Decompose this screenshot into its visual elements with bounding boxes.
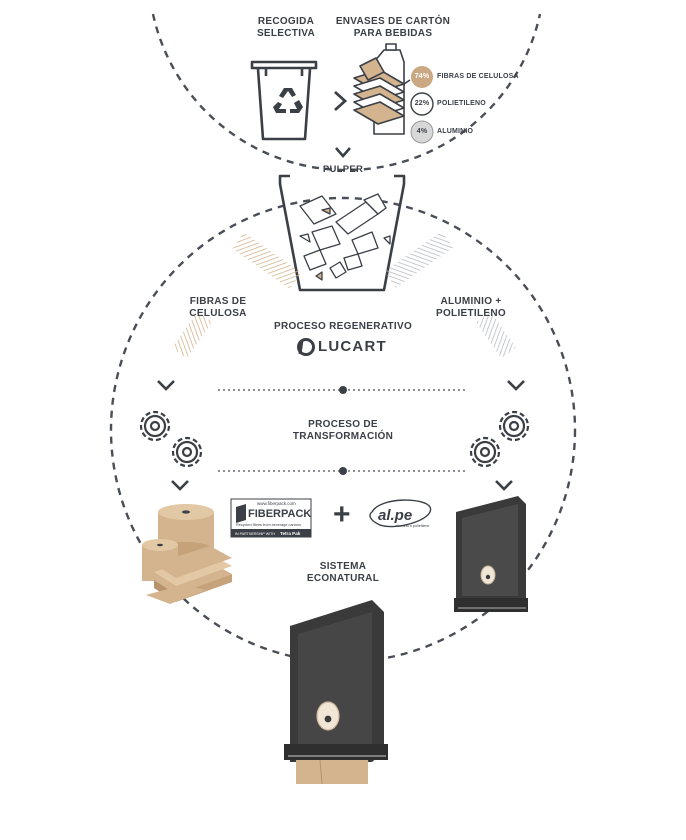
cellulose-flow-stripes [172,311,212,359]
label-recogida-selectiva: RECOGIDA SELECTIVA [256,16,316,39]
label-sistema-econatural: SISTEMA ECONATURAL [306,561,380,584]
chevron-down-right-1 [507,380,525,391]
fiberpack-logo: www.fiberpack.com FIBERPACK Recycled fib… [230,498,312,538]
plus-sign: + [333,498,351,531]
chevron-down-left-2 [171,480,189,491]
small-dispenser-icon [454,496,528,612]
pct-value-aluminium: 4% [416,128,428,135]
label-proceso-transformacion: PROCESO DE TRANSFORMACIÓN [292,419,394,442]
beverage-cartons-icon [353,43,411,135]
arrow-right-icon [334,90,348,112]
pct-value-cellulose: 74% [414,73,430,80]
chevron-down-right-2 [495,480,513,491]
outflow-polyal-stripes [384,231,454,288]
top-cycle-arc [151,13,542,172]
pct-label-aluminium: ALUMINIO [437,128,474,135]
gears-left-icon [139,410,203,468]
gears-right-icon [469,410,530,468]
pct-circle-polyethylene [410,92,434,116]
alpe-tagline: alluminio e polietilene [395,524,429,528]
pct-circle-cellulose [411,66,433,88]
outflow-cellulose-stripes [232,232,302,289]
label-pulper: PULPER [322,164,364,175]
pct-label-cellulose: FIBRAS DE CELULOSA [437,73,519,80]
separator-bottom-dot [339,467,347,475]
paper-products-icon [142,504,232,604]
alpe-name: al.pe [378,507,412,524]
fiberpack-tagline: Recycled fibres from beverage cartons [236,523,301,527]
large-dispenser-icon [284,600,388,785]
pulper-content-icon [299,193,391,281]
label-fibras-celulosa: FIBRAS DE CELULOSA [189,296,247,319]
pct-circle-aluminium [410,120,434,144]
chevron-down-left-1 [157,380,175,391]
fiberpack-partner-prefix: IN PARTNERSHIP WITH [235,532,275,536]
fiberpack-url: www.fiberpack.com [257,501,296,506]
label-envases-carton: ENVASES DE CARTÓN PARA BEBIDAS [335,16,451,39]
label-proceso-regenerativo: PROCESO REGENERATIVO [273,321,413,332]
fiberpack-partner: Tetra Pak [280,531,301,536]
label-aluminio-polietileno: ALUMINIO + POLIETILENO [436,296,506,319]
polyal-flow-stripes [476,311,516,359]
lucart-logo-mark [297,338,315,356]
pulper-icon [278,174,406,292]
arrow-down-icon-1 [335,147,351,158]
fiberpack-name: FIBERPACK [248,508,311,520]
pct-value-polyethylene: 22% [414,100,430,107]
lucart-logo-text: LUCART [318,338,387,355]
recycle-symbol-icon [273,88,303,113]
recycle-bin-icon [250,60,318,141]
separator-top-dot [339,386,347,394]
pct-label-polyethylene: POLIETILENO [437,100,486,107]
alpe-logo: al.pe alluminio e polietilene [369,499,431,528]
